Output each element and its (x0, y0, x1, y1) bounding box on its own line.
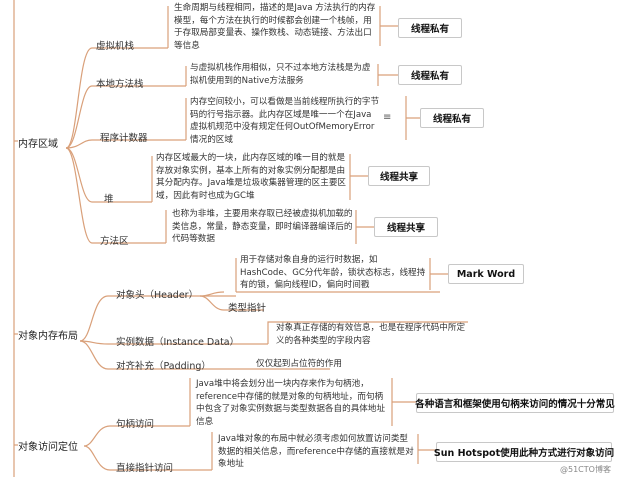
direct-pointer-label: 直接指针访问 (116, 463, 174, 474)
note-icon: ≡ (383, 112, 392, 123)
method-area-desc: 也称为非堆，主要用来存取已经被虚拟机加载的类信息，常量，静态变量，即时编译器编译… (172, 209, 353, 245)
object-header-label: 对象头（Header） (116, 290, 199, 301)
direct-pointer-tag: Sun Hotspot使用此种方式进行对象访问 (434, 442, 614, 462)
vm-stack-tag: 线程私有 (398, 18, 462, 38)
vm-stack-desc: 生命周期与线程相同，描述的是Java 方法执行的内存模型，每个方法在执行的时候都… (174, 3, 376, 51)
native-stack-tag: 线程私有 (398, 65, 462, 85)
memory-area-title: 内存区域 (18, 139, 58, 150)
mark-word-tag: Mark Word (448, 264, 524, 284)
instance-data-label: 实例数据（Instance Data） (116, 337, 240, 348)
handle-access-tag: 各种语言和框架使用句柄来访问的情况十分常见 (415, 393, 615, 413)
padding-desc: 仅仅起到占位符的作用 (256, 359, 342, 369)
method-area-tag: 线程共享 (374, 217, 438, 237)
method-area-label: 方法区 (100, 236, 129, 247)
type-pointer-label: 类型指针 (228, 303, 267, 314)
heap-label: 堆 (104, 194, 114, 205)
pc-register-desc: 内存空间较小，可以看做是当前线程所执行的字节码的行号指示器。此内存区域是唯一一个… (190, 97, 380, 145)
object-layout-title: 对象内存布局 (18, 331, 78, 342)
watermark: @51CTO博客 (560, 465, 611, 474)
vm-stack-label: 虚拟机栈 (96, 41, 135, 52)
pc-register-label: 程序计数器 (100, 133, 148, 144)
heap-tag: 线程共享 (368, 166, 430, 186)
handle-access-desc: Java堆中将会划分出一块内存来作为句柄池，reference中存储的就是对象的… (196, 379, 386, 427)
direct-pointer-desc: Java堆对象的布局中就必须考虑如何放置访问类型数据的相关信息，而referen… (218, 434, 414, 470)
heap-desc: 内存区域最大的一块，此内存区域的唯一目的就是存放对象实例，基本上所有的对象实例分… (156, 153, 347, 201)
native-stack-label: 本地方法栈 (96, 79, 144, 90)
pc-register-tag: 线程私有 (420, 108, 484, 128)
object-access-title: 对象访问定位 (18, 442, 78, 453)
padding-label: 对齐补充（Padding） (116, 361, 211, 372)
native-stack-desc: 与虚拟机栈作用相似，只不过本地方法栈是为虚拟机使用到的Native方法服务 (190, 63, 371, 86)
instance-data-desc: 对象真正存储的有效信息，也是在程序代码中所定义的各种类型的字段内容 (276, 323, 466, 346)
handle-access-label: 句柄访问 (116, 419, 155, 430)
mark-word-desc: 用于存储对象自身的运行时数据，如HashCode、GC分代年龄，锁状态标志，线程… (240, 255, 426, 291)
